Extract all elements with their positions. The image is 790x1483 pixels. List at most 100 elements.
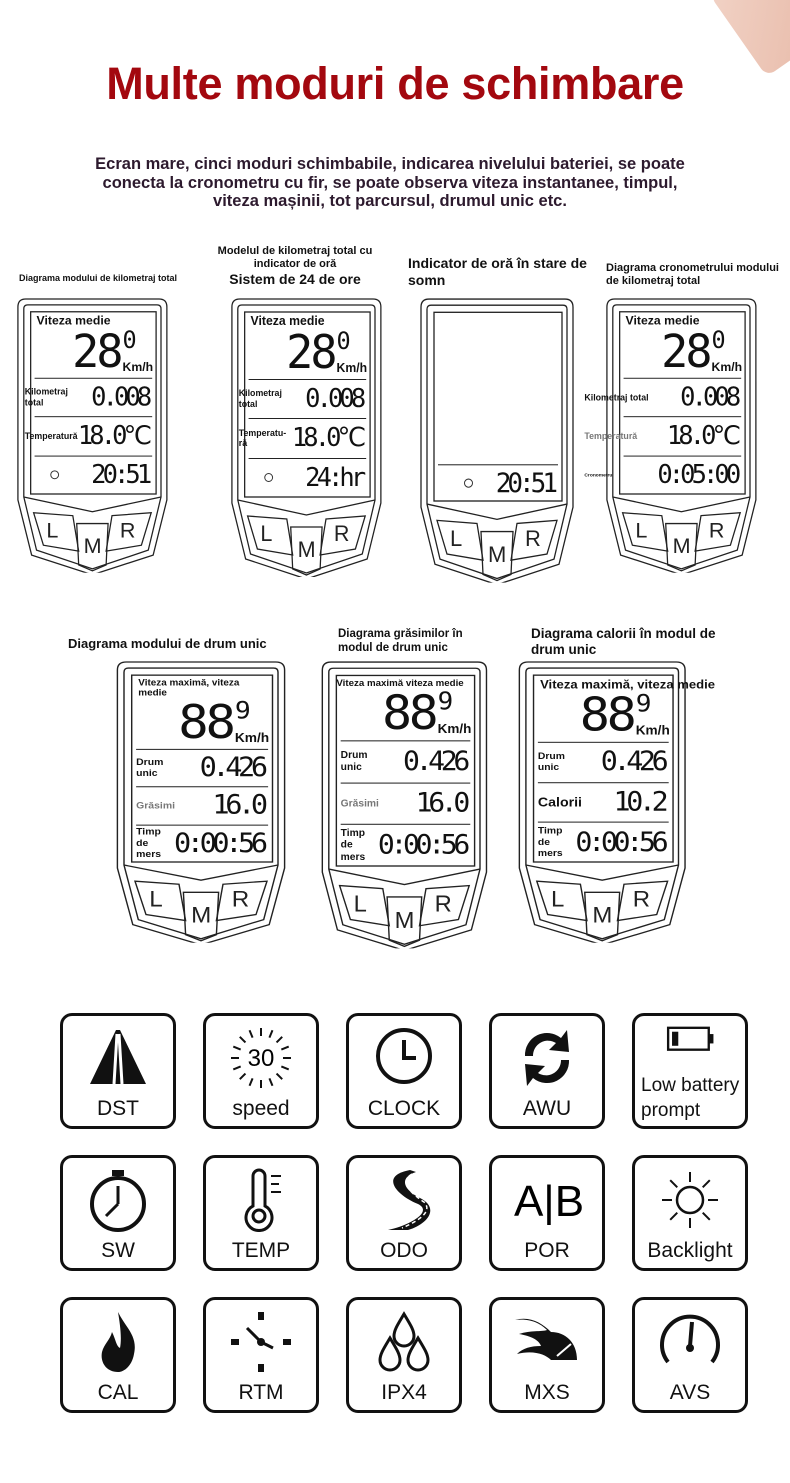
device-button-middle[interactable]: M (297, 537, 316, 562)
feature-tile: RTM (203, 1297, 319, 1413)
device-button-middle[interactable]: M (592, 902, 613, 928)
device-button-right[interactable]: R (333, 521, 350, 546)
lcd-header-label: Viteza maximă, viteza medie (138, 677, 240, 698)
device-button-right[interactable]: R (632, 886, 651, 912)
feature-label: speed (232, 1097, 290, 1120)
feature-tile: TEMP (203, 1155, 319, 1271)
lcd-row: Grăsimi 16.0 (136, 786, 269, 824)
stopwatch-icon (82, 1158, 154, 1237)
feature-tile: AVS (632, 1297, 748, 1413)
device-button-middle[interactable]: M (191, 902, 212, 928)
lcd-header-label: Viteza medie (36, 313, 111, 328)
device-caption: Diagrama cronometrului modului de kilome… (606, 262, 786, 288)
feature-tile: IPX4 (346, 1297, 462, 1413)
device-button-left[interactable]: L (635, 517, 648, 543)
lcd-row-label: Drum unic (136, 756, 164, 780)
lcd-value: 0.008 (305, 383, 366, 414)
feature-tile: 30 speed (203, 1013, 319, 1129)
lcd-row-label: Temperatu-ră (238, 427, 287, 449)
lcd-row-label: Drum unic (537, 750, 565, 774)
lcd-value: 18.0℃ (666, 421, 741, 452)
device-caption: Diagrama modului de kilometraj total (19, 273, 194, 284)
lcd-row-label: Timp de mers (340, 827, 366, 863)
lcd-row-label: Grăsimi (136, 800, 176, 812)
speed-unit: Km/h (635, 723, 670, 738)
device-button-right[interactable]: R (434, 890, 452, 917)
lcd-value: 0.426 (600, 747, 669, 778)
lcd-row: 24:hr (248, 457, 366, 497)
device-button-right[interactable]: R (525, 525, 541, 551)
device-button-left[interactable]: L (149, 886, 163, 912)
device-button-left[interactable]: L (450, 525, 463, 551)
lcd-row-content: Temperatură 18.0℃ (584, 417, 741, 455)
device-button-right[interactable]: R (119, 517, 136, 543)
lcd-value: 0.426 (199, 752, 269, 784)
device-button-middle[interactable]: M (672, 533, 691, 559)
device-caption-text: Diagrama cronometrului modului de kilome… (606, 262, 779, 288)
feature-label: MXS (524, 1381, 570, 1404)
feature-tile: CLOCK (346, 1013, 462, 1129)
speed-unit: Km/h (437, 721, 472, 737)
lcd-value: 16.0 (212, 790, 268, 821)
lcd-value: 0:00:56 (575, 827, 668, 858)
speed-digits: 28 (286, 324, 337, 379)
device-button-middle[interactable]: M (488, 541, 507, 568)
feature-tile: SW (60, 1155, 176, 1271)
speed-decimal: 9 (234, 696, 251, 725)
device-caption-text: Diagrama modului de drum unic (68, 636, 267, 651)
lcd-row: 20:51 (438, 464, 558, 501)
lcd-row-label: Temperatură (584, 430, 638, 441)
feature-tile: AWU (489, 1013, 605, 1129)
device-caption-text: Diagrama grăsimilor în modul de drum uni… (338, 628, 463, 654)
thermometer-icon (225, 1158, 297, 1237)
device-button-middle[interactable]: M (83, 533, 102, 559)
refresh-icon (511, 1016, 583, 1095)
device-button-left[interactable]: L (353, 890, 367, 917)
feature-tile: DST (60, 1013, 176, 1129)
device-button-left[interactable]: L (46, 517, 59, 543)
lcd-value: 0:05:00 (657, 460, 741, 490)
lcd-row-content: 20:51 (25, 456, 152, 494)
feature-label: ODO (380, 1239, 428, 1262)
device-button-left[interactable]: L (550, 886, 565, 912)
lcd-header-label: Viteza medie (250, 314, 325, 328)
device-button-right[interactable]: R (708, 517, 725, 543)
water-drops-icon (368, 1300, 440, 1379)
lcd-row: 20:51 (34, 455, 152, 494)
svg-text:30: 30 (248, 1045, 275, 1072)
device-button-middle[interactable]: M (394, 907, 415, 933)
feature-label: CAL (97, 1381, 139, 1404)
lcd-row-content: Grăsimi 16.0 (136, 787, 268, 824)
device-caption-subtitle: Sistem de 24 de ore (229, 271, 361, 288)
device-button-right[interactable]: R (231, 886, 250, 912)
lcd-screen: 20:51 (434, 312, 562, 501)
road-icon (82, 1016, 154, 1095)
device-button-left[interactable]: L (260, 521, 273, 546)
device-caption: Modelul de kilometraj total cu indicator… (195, 245, 395, 288)
feature-label: RTM (238, 1381, 284, 1404)
speed-digits: 88 (579, 687, 637, 742)
lcd-value: 18.0℃ (77, 421, 152, 452)
lcd-row-label: Calorii (537, 794, 583, 810)
feature-label: Low battery prompt (641, 1075, 740, 1121)
